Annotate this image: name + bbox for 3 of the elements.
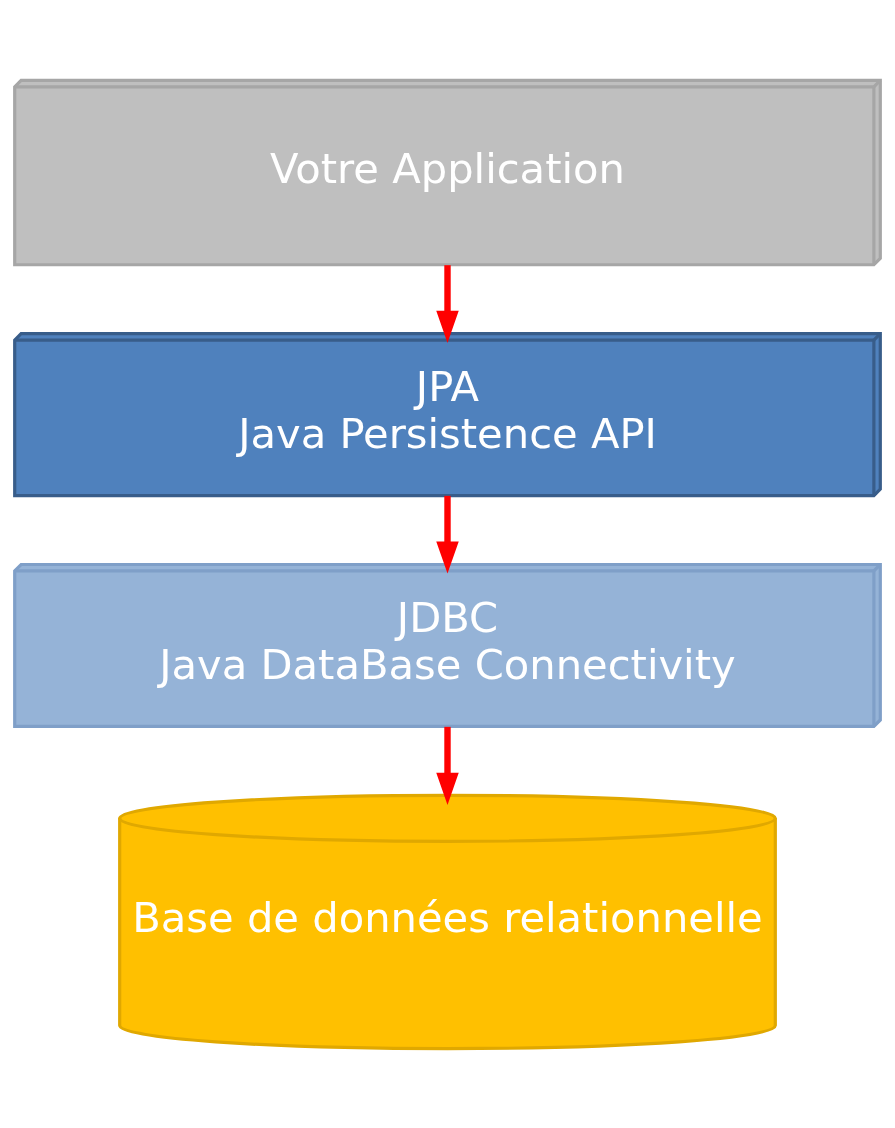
arrow xyxy=(436,264,459,343)
arrow xyxy=(436,495,459,574)
arrow xyxy=(436,726,459,805)
